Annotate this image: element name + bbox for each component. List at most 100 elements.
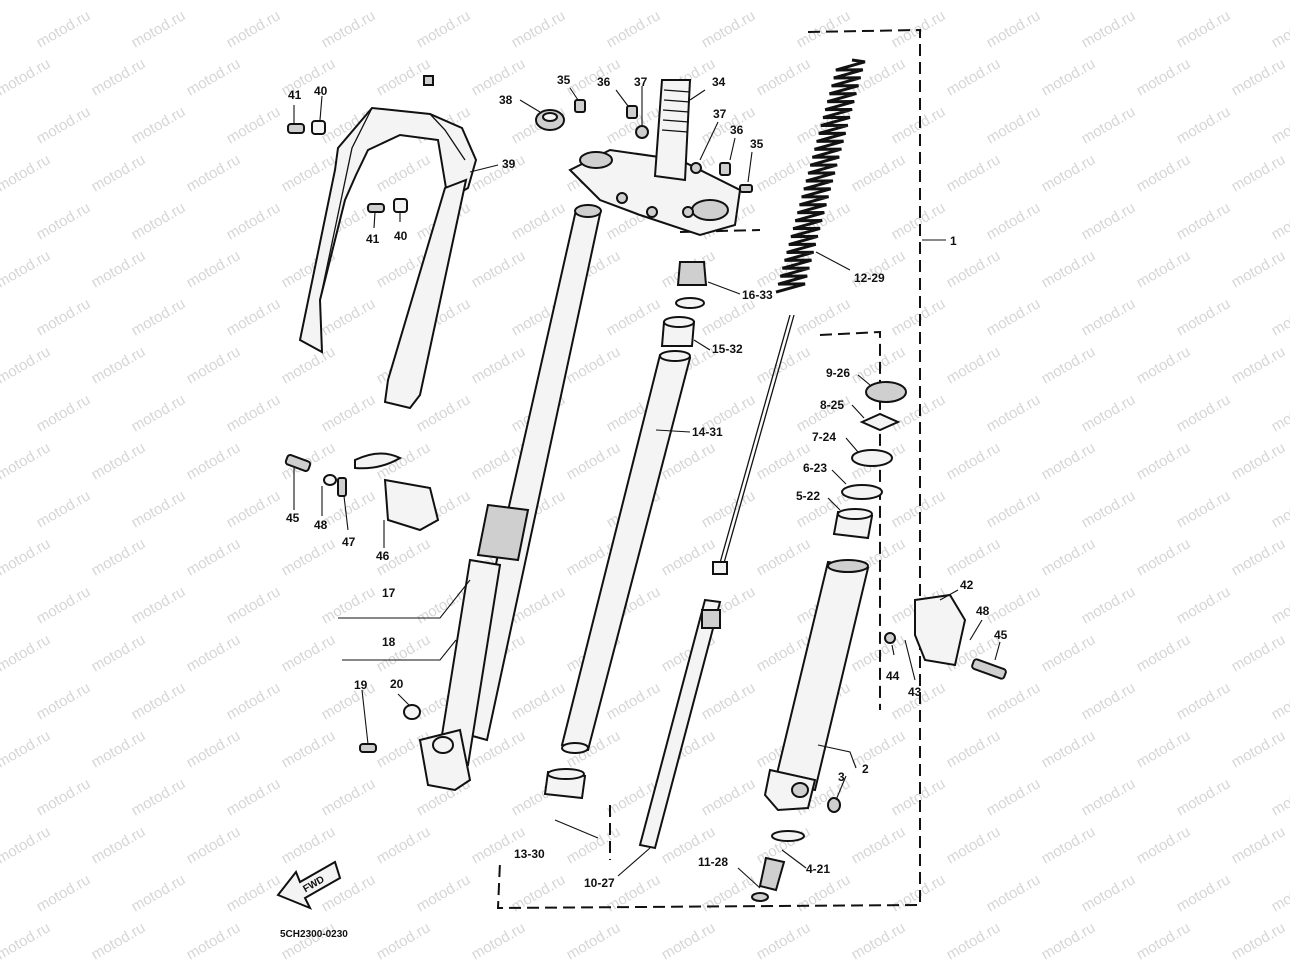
watermark-text: motod.ru — [0, 631, 53, 675]
watermark-text: motod.ru — [1269, 871, 1290, 915]
watermark-text: motod.ru — [89, 535, 149, 579]
watermark-text: motod.ru — [1229, 247, 1289, 291]
watermark-text: motod.ru — [984, 487, 1044, 531]
watermark-text: motod.ru — [184, 247, 244, 291]
callout-37a: 37 — [634, 75, 648, 89]
callout-11-28: 11-28 — [698, 855, 728, 869]
callout-15-32: 15-32 — [712, 342, 743, 356]
watermark-text: motod.ru — [849, 343, 909, 387]
watermark-text: motod.ru — [224, 871, 284, 915]
watermark-text: motod.ru — [1134, 919, 1194, 963]
watermark-text: motod.ru — [889, 487, 949, 531]
watermark-text: motod.ru — [944, 919, 1004, 963]
callout-8-25: 8-25 — [820, 398, 844, 412]
watermark-text: motod.ru — [984, 583, 1044, 627]
watermark-text: motod.ru — [849, 823, 909, 867]
watermark-text: motod.ru — [184, 55, 244, 99]
watermark-text: motod.ru — [0, 439, 53, 483]
watermark-text: motod.ru — [564, 439, 624, 483]
callout-labels: 41 40 41 40 39 38 35 36 37 34 37 36 35 1… — [280, 73, 1008, 940]
bottom-hardware — [751, 830, 805, 902]
watermark-text: motod.ru — [469, 343, 529, 387]
watermark-text: motod.ru — [1229, 343, 1289, 387]
watermark-text: motod.ru — [129, 103, 189, 147]
watermark-text: motod.ru — [1079, 775, 1139, 819]
callout-3: 3 — [838, 770, 845, 784]
watermark-text: motod.ru — [279, 919, 339, 963]
steering-stem — [653, 79, 692, 182]
callout-9-26: 9-26 — [826, 366, 850, 380]
watermark-text: motod.ru — [1269, 199, 1290, 243]
watermark-text: motod.ru — [1269, 775, 1290, 819]
fork-guard — [298, 75, 478, 410]
watermark-text: motod.ru — [34, 583, 94, 627]
watermark-text: motod.ru — [279, 823, 339, 867]
inner-tube — [560, 350, 692, 754]
watermark-text: motod.ru — [319, 295, 379, 339]
watermark-text: motod.ru — [509, 7, 569, 51]
watermark-text: motod.ru — [1039, 343, 1099, 387]
watermark-text: motod.ru — [34, 7, 94, 51]
callout-17: 17 — [382, 586, 396, 600]
watermark-text: motod.ru — [1229, 919, 1289, 963]
callout-6-23: 6-23 — [803, 461, 827, 475]
watermark-text: motod.ru — [89, 631, 149, 675]
watermark-text: motod.ru — [984, 871, 1044, 915]
watermark-text: motod.ru — [604, 7, 664, 51]
watermark-text: motod.ru — [129, 295, 189, 339]
watermark-text: motod.ru — [224, 103, 284, 147]
watermark-text: motod.ru — [1079, 199, 1139, 243]
watermark-text: motod.ru — [414, 391, 474, 435]
watermark-text: motod.ru — [984, 295, 1044, 339]
watermark-text: motod.ru — [89, 439, 149, 483]
callout-4-21: 4-21 — [806, 862, 830, 876]
watermark-text: motod.ru — [889, 295, 949, 339]
callout-42: 42 — [960, 578, 974, 592]
watermark-text: motod.ru — [224, 391, 284, 435]
right-outer-slider — [763, 559, 870, 813]
watermark-text: motod.ru — [0, 151, 53, 195]
watermark-text: motod.ru — [944, 439, 1004, 483]
watermark-text: motod.ru — [1134, 823, 1194, 867]
watermark-text: motod.ru — [1229, 535, 1289, 579]
watermark-text: motod.ru — [319, 391, 379, 435]
watermark-text: motod.ru — [984, 775, 1044, 819]
watermark-text: motod.ru — [1174, 679, 1234, 723]
watermark-text: motod.ru — [984, 103, 1044, 147]
watermark-text: motod.ru — [944, 55, 1004, 99]
watermark-text: motod.ru — [1269, 487, 1290, 531]
watermark-text: motod.ru — [1174, 871, 1234, 915]
callout-35a: 35 — [557, 73, 571, 87]
watermark-text: motod.ru — [129, 7, 189, 51]
callout-35b: 35 — [750, 137, 764, 151]
watermark-text: motod.ru — [1134, 343, 1194, 387]
watermark-text: motod.ru — [319, 487, 379, 531]
watermark-text: motod.ru — [184, 823, 244, 867]
watermark-text: motod.ru — [129, 487, 189, 531]
leader-lines — [293, 86, 1001, 889]
watermark-text: motod.ru — [889, 871, 949, 915]
watermark-text: motod.ru — [659, 0, 719, 3]
axle-fasteners — [359, 704, 421, 753]
watermark-text: motod.ru — [89, 919, 149, 963]
callout-39: 39 — [502, 157, 516, 171]
watermark-text: motod.ru — [34, 103, 94, 147]
fork-spring — [775, 58, 866, 294]
watermark-text: motod.ru — [889, 103, 949, 147]
callout-41a: 41 — [288, 88, 302, 102]
watermark-text: motod.ru — [319, 775, 379, 819]
callout-40a: 40 — [314, 84, 328, 98]
watermark-text: motod.ru — [319, 7, 379, 51]
callout-48a: 48 — [314, 518, 328, 532]
callout-46: 46 — [376, 549, 390, 563]
watermark-text: motod.ru — [1079, 871, 1139, 915]
watermark-text: motod.ru — [224, 199, 284, 243]
watermark-text: motod.ru — [984, 7, 1044, 51]
watermark-text: motod.ru — [944, 151, 1004, 195]
callout-7-24: 7-24 — [812, 430, 836, 444]
watermark-text: motod.ru — [129, 775, 189, 819]
watermark-text: motod.ru — [374, 919, 434, 963]
callout-20: 20 — [390, 677, 404, 691]
callout-16-33: 16-33 — [742, 288, 773, 302]
